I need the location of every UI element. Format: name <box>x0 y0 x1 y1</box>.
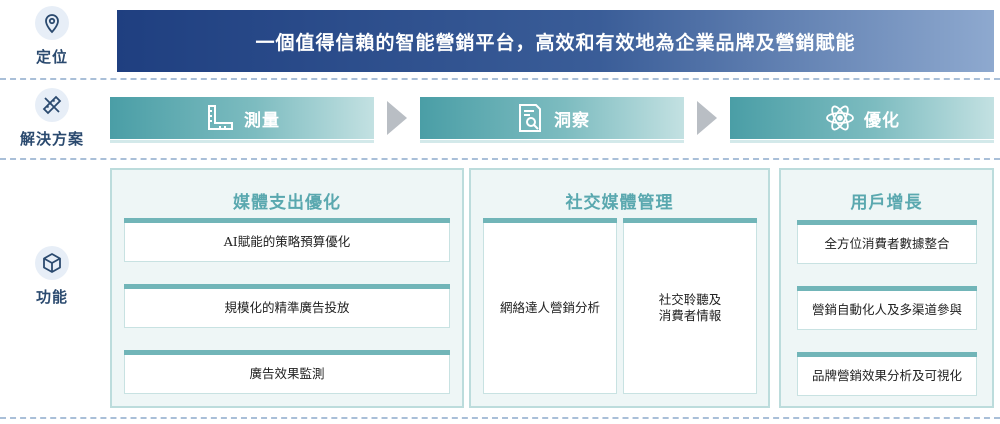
row-label-positioning: 定位 <box>0 6 104 67</box>
feature-card: 網絡達人營銷分析 <box>483 218 617 394</box>
feature-card: 規模化的精準廣告投放 <box>124 284 450 328</box>
feature-card: 社交聆聽及 消費者情報 <box>623 218 757 394</box>
row-label-text: 解決方案 <box>19 130 84 148</box>
feature-card-text: 營銷自動化人及多渠道參與 <box>811 302 962 317</box>
divider-middle <box>0 158 1000 160</box>
document-search-icon <box>519 104 541 132</box>
row-label-text: 功能 <box>35 288 68 306</box>
feature-card: AI賦能的策略預算優化 <box>124 218 450 262</box>
feature-card-text: AI賦能的策略預算優化 <box>223 234 351 249</box>
feature-card-text: 網絡達人營銷分析 <box>499 300 600 315</box>
divider-top <box>0 78 1000 80</box>
panel-title: 社交媒體管理 <box>565 193 674 213</box>
positioning-banner: 一個值得信賴的智能營銷平台，高效和有效地為企業品牌及營銷賦能 <box>117 10 994 72</box>
feature-card-text: 廣告效果監測 <box>249 366 325 381</box>
stage-insight: 洞察 <box>420 97 684 143</box>
panel-social-media: 社交媒體管理 網絡達人營銷分析 社交聆聽及 消費者情報 <box>469 168 770 408</box>
feature-card-text: 品牌營銷效果分析及可視化 <box>811 368 962 383</box>
feature-card: 營銷自動化人及多渠道參與 <box>797 286 977 330</box>
panel-user-growth: 用戶增長 全方位消費者數據整合 營銷自動化人及多渠道參與 品牌營銷效果分析及可視… <box>779 168 994 408</box>
panel-title: 用戶增長 <box>850 193 923 213</box>
chevron-right-icon <box>697 101 717 135</box>
stage-measure: 測量 <box>110 97 374 143</box>
chevron-right-icon <box>387 101 407 135</box>
banner-text: 一個值得信賴的智能營銷平台，高效和有效地為企業品牌及營銷賦能 <box>255 31 856 54</box>
location-pin-icon <box>35 6 69 40</box>
feature-card: 廣告效果監測 <box>124 350 450 394</box>
feature-card: 品牌營銷效果分析及可視化 <box>797 352 977 396</box>
stage-label: 優化 <box>864 110 900 131</box>
stage-label: 洞察 <box>554 110 590 131</box>
atom-icon <box>826 105 854 131</box>
panel-title: 媒體支出優化 <box>233 193 341 213</box>
row-label-function: 功能 <box>0 246 104 307</box>
ruler-icon <box>208 105 233 130</box>
feature-card: 全方位消費者數據整合 <box>797 220 977 264</box>
panel-media-spend: 媒體支出優化 AI賦能的策略預算優化 規模化的精準廣告投放 廣告效果監測 <box>110 168 464 408</box>
ruler-pencil-icon <box>35 88 69 122</box>
feature-card-text: 社交聆聽及 消費者情報 <box>658 292 722 323</box>
feature-card-text: 規模化的精準廣告投放 <box>224 300 350 315</box>
row-label-solution: 解決方案 <box>0 88 104 149</box>
stage-optimize: 優化 <box>730 97 994 143</box>
divider-bottom <box>0 417 1000 419</box>
stage-label: 測量 <box>244 110 280 131</box>
feature-card-text: 全方位消費者數據整合 <box>824 236 950 251</box>
cube-icon <box>35 246 69 280</box>
row-label-text: 定位 <box>35 48 68 66</box>
